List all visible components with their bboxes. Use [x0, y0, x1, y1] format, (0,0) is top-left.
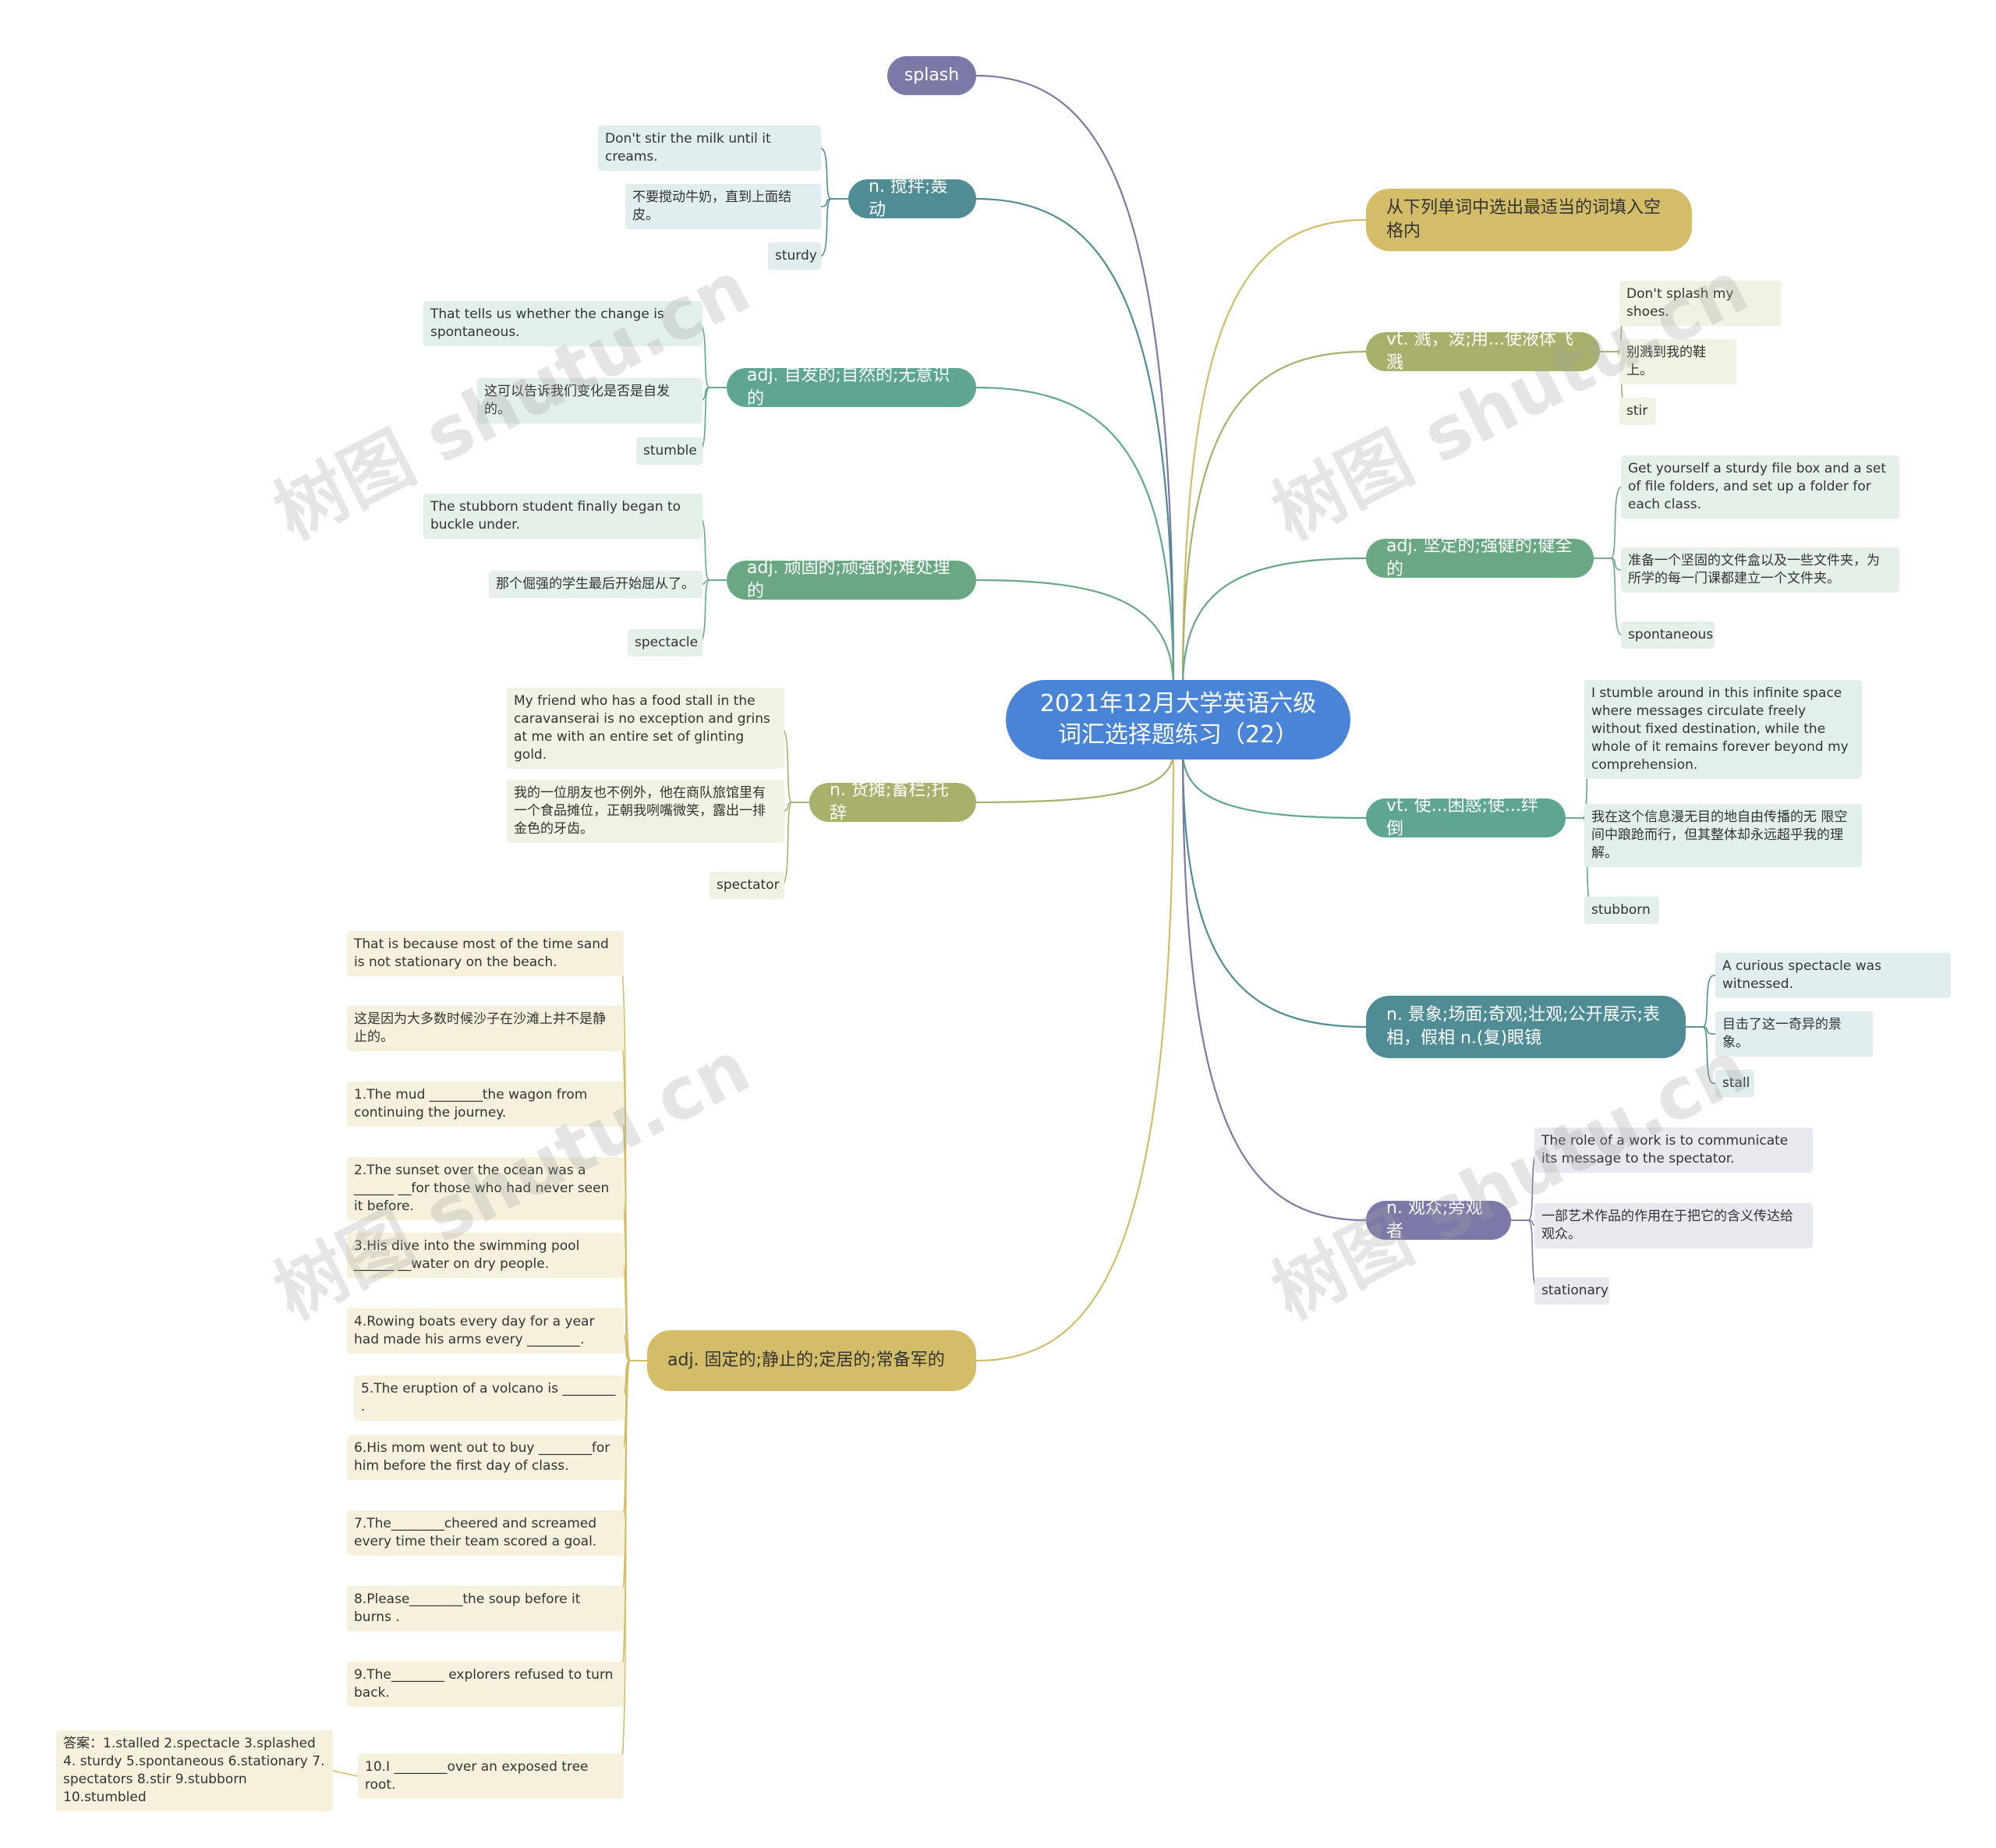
- related-word: sturdy: [768, 243, 821, 270]
- exercise-question: 5.The eruption of a volcano is ________ …: [354, 1375, 624, 1421]
- related-word: spectacle: [628, 629, 702, 657]
- related-word: spontaneous: [1621, 621, 1715, 649]
- connector: [819, 147, 848, 200]
- connector: [332, 1770, 359, 1777]
- branch-splash[interactable]: splash: [887, 56, 976, 95]
- exercise-question: 2.The sunset over the ocean was a ______…: [347, 1157, 624, 1220]
- exercise-question: 6.His mom went out to buy ________for hi…: [347, 1435, 624, 1480]
- connector: [698, 579, 727, 644]
- example-translation: 别溅到我的鞋上。: [1619, 339, 1736, 384]
- connector: [1181, 350, 1367, 689]
- example-sentence: That tells us whether the change is spon…: [423, 301, 702, 346]
- connector: [975, 386, 1175, 689]
- related-word: stall: [1715, 1070, 1754, 1097]
- example-translation: 我在这个信息漫无目的地自由传播的无 限空间中踉跄而行，但其整体却永远超乎我的理解…: [1584, 804, 1862, 867]
- connector: [698, 323, 727, 388]
- branch-spectator[interactable]: n. 观众;旁观者: [1366, 1198, 1511, 1241]
- related-word: stumble: [636, 437, 702, 465]
- example-sentence: The role of a work is to communicate its…: [1534, 1128, 1813, 1173]
- example-translation: 这可以告诉我们变化是否是自发的。: [477, 378, 702, 423]
- exercise-question: 9.The________ explorers refused to turn …: [347, 1662, 624, 1707]
- connector: [780, 802, 809, 812]
- connector: [1594, 558, 1623, 571]
- related-word: spectator: [710, 872, 784, 899]
- example-sentence: Get yourself a sturdy file box and a set…: [1621, 455, 1899, 519]
- connector: [698, 579, 727, 586]
- related-word: stir: [1619, 398, 1656, 425]
- connector: [975, 197, 1175, 689]
- example-sentence: The stubborn student finally began to bu…: [423, 494, 702, 539]
- example-translation: 这是因为大多数时候沙子在沙滩上并不是静止的。: [347, 1006, 624, 1051]
- related-word: stubborn: [1584, 897, 1659, 924]
- answer-key: 答案：1.stalled 2.spectacle 3.splashed 4. s…: [56, 1730, 333, 1811]
- connector: [819, 198, 848, 257]
- branch-stir[interactable]: n. 搅拌;轰动: [848, 177, 976, 220]
- connector: [698, 387, 727, 402]
- connector: [1594, 486, 1623, 559]
- exercise-question: 3.His dive into the swimming pool ______…: [347, 1233, 624, 1278]
- connector: [1181, 557, 1367, 689]
- example-translation: 目击了这一奇异的景象。: [1715, 1011, 1873, 1057]
- example-translation: 一部艺术作品的作用在于把它的含义传达给观众。: [1534, 1203, 1813, 1248]
- exercise-question: 10.I ________over an exposed tree root.: [358, 1754, 624, 1799]
- branch-spontaneous[interactable]: adj. 自发的;自然的;无意识的: [727, 366, 976, 409]
- branch-stationary[interactable]: adj. 固定的;静止的;定居的;常备军的: [647, 1330, 976, 1391]
- example-sentence: That is because most of the time sand is…: [347, 931, 624, 976]
- connector: [780, 728, 809, 803]
- example-sentence: Don't splash my shoes.: [1619, 281, 1781, 326]
- connector: [1686, 1026, 1715, 1035]
- example-sentence: I stumble around in this infinite space …: [1584, 680, 1862, 779]
- branch-spectacle[interactable]: n. 景象;场面;奇观;壮观;公开展示;表相，假相 n.(复)眼镜: [1366, 996, 1686, 1058]
- branch-sturdy[interactable]: adj. 坚定的;强健的;健全的: [1366, 536, 1594, 579]
- connector: [819, 198, 848, 207]
- connector: [975, 751, 1175, 804]
- example-sentence: A curious spectacle was witnessed.: [1715, 953, 1951, 998]
- branch-stubborn[interactable]: adj. 顽固的;顽强的;难处理的: [727, 558, 976, 601]
- connector: [1594, 558, 1623, 636]
- exercise-question: 7.The________cheered and screamed every …: [347, 1510, 624, 1556]
- exercise-question: 1.The mud ________the wagon from continu…: [347, 1082, 624, 1127]
- connector: [1181, 218, 1367, 689]
- connector: [1686, 975, 1715, 1028]
- connector: [1181, 751, 1367, 820]
- connector: [975, 579, 1175, 689]
- related-word: stationary: [1534, 1277, 1609, 1305]
- connector: [1181, 751, 1367, 1222]
- connector: [780, 802, 809, 887]
- exercise-question: 8.Please________the soup before it burns…: [347, 1586, 624, 1631]
- connector: [698, 387, 727, 452]
- connector: [975, 751, 1175, 1362]
- connector: [1686, 1026, 1715, 1085]
- example-sentence: My friend who has a food stall in the ca…: [507, 688, 784, 769]
- example-translation: 准备一个坚固的文件盒以及一些文件夹，为所学的每一门课都建立一个文件夹。: [1621, 547, 1899, 593]
- exercise-question: 4.Rowing boats every day for a year had …: [347, 1308, 624, 1354]
- branch-stall[interactable]: n. 货摊;畜栏;托辞: [809, 781, 976, 823]
- example-translation: 那个倔强的学生最后开始屈从了。: [489, 571, 702, 598]
- example-translation: 不要搅动牛奶，直到上面结皮。: [625, 184, 821, 229]
- connector: [698, 515, 727, 581]
- connector: [1181, 751, 1367, 1028]
- root-topic[interactable]: 2021年12月大学英语六级 词汇选择题练习（22）: [1006, 680, 1350, 759]
- branch-stumble[interactable]: vt. 使...困惑;使...绊倒: [1366, 796, 1566, 839]
- example-translation: 我的一位朋友也不例外，他在商队旅馆里有一个食品摊位，正朝我咧嘴微笑，露出一排金色…: [507, 780, 784, 843]
- connector: [975, 74, 1175, 689]
- example-sentence: Don't stir the milk until it creams.: [598, 126, 821, 171]
- connector: [618, 1360, 647, 1777]
- branch-splash-verb[interactable]: vt. 溅，泼;用...使液体飞溅: [1366, 330, 1600, 373]
- branch-instruction[interactable]: 从下列单词中选出最适当的词填入空格内: [1366, 189, 1692, 251]
